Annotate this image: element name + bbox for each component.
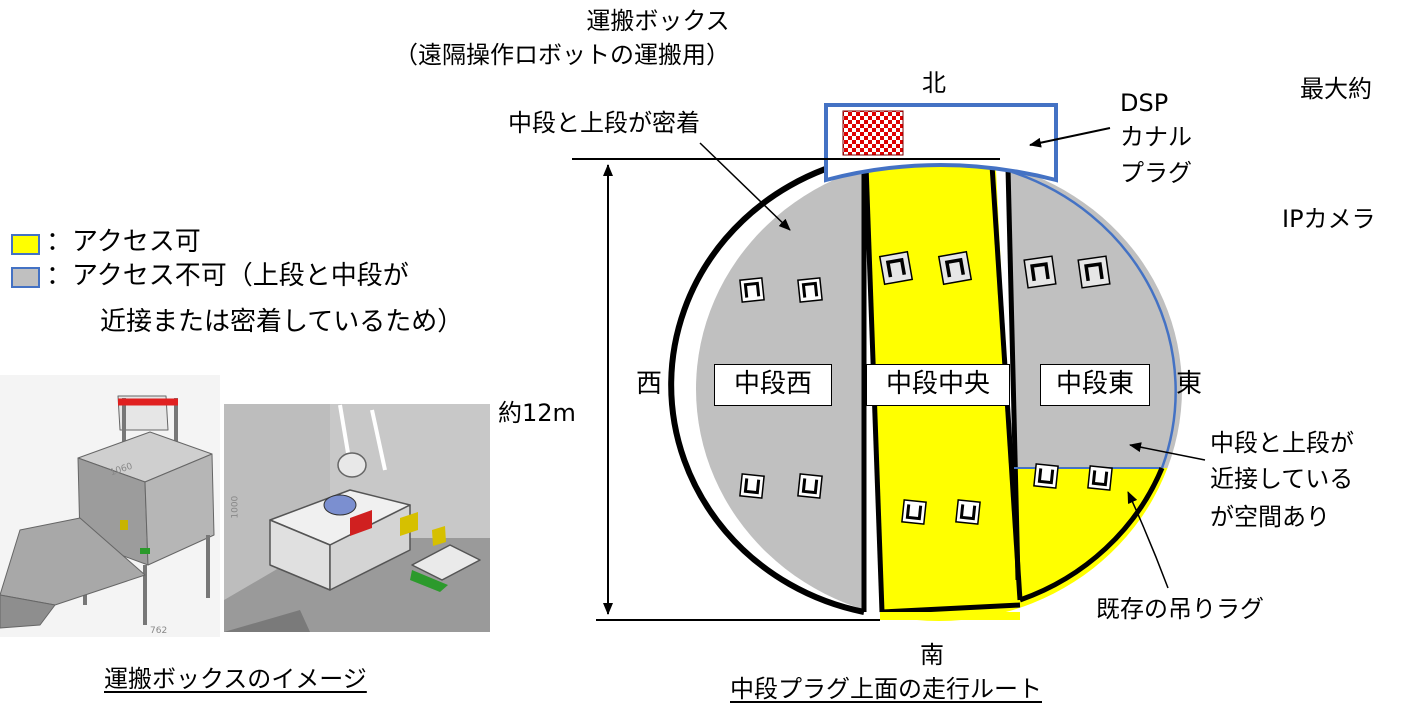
plug-outline-southeast — [1019, 467, 1165, 603]
note-right-3: が空間あり — [1210, 503, 1330, 531]
plug-outline-east — [1011, 170, 1177, 469]
south-label: 南 — [920, 641, 944, 669]
note-top-left: 中段と上段が密着 — [508, 109, 700, 137]
west-label: 西 — [636, 369, 663, 399]
caption-left: 運搬ボックスのイメージ — [104, 665, 367, 693]
segment-label-east: 中段東 — [1040, 364, 1150, 406]
legend-swatch-inaccessible — [11, 267, 40, 288]
note-right-1: 中段と上段が — [1210, 429, 1354, 457]
legend-inaccessible-label-2: 近接または密着しているため） — [100, 307, 464, 337]
dimension-label: 約12m — [498, 399, 576, 427]
lug-label: 既存の吊りラグ — [1096, 595, 1264, 623]
lifting-lugs — [739, 250, 1113, 525]
note-right-2: 近接している — [1210, 465, 1354, 493]
right-max-label: 最大約 — [1300, 75, 1372, 103]
segment-east-upper — [1008, 157, 1182, 468]
box-title: 運搬ボックス — [586, 7, 730, 35]
segment-label-west: 中段西 — [714, 364, 832, 406]
dsp-label-2: カナル — [1120, 123, 1192, 151]
right-ip-label: IPカメラ — [1282, 205, 1376, 233]
caption-right: 中段プラグ上面の走行ルート — [730, 675, 1042, 703]
dsp-label-3: プラグ — [1120, 159, 1192, 187]
segment-label-center: 中段中央 — [866, 364, 1010, 406]
legend-inaccessible-label-1: ：アクセス不可（上段と中段が — [46, 261, 409, 291]
dsp-label-1: DSP — [1120, 89, 1169, 117]
legend-swatch-accessible — [11, 234, 40, 255]
legend-accessible-label: ：アクセス可 — [46, 227, 201, 257]
box-subtitle: （遠隔操作ロボットの運搬用） — [394, 41, 730, 69]
transport-box-illustration — [0, 375, 490, 637]
transport-box-marker — [842, 110, 904, 156]
plug-outline-west — [668, 155, 865, 615]
east-label: 東 — [1176, 369, 1203, 399]
box-dim-2: 1000 — [230, 495, 241, 519]
north-label: 北 — [922, 69, 946, 97]
box-dim-3: 762 — [150, 626, 168, 636]
